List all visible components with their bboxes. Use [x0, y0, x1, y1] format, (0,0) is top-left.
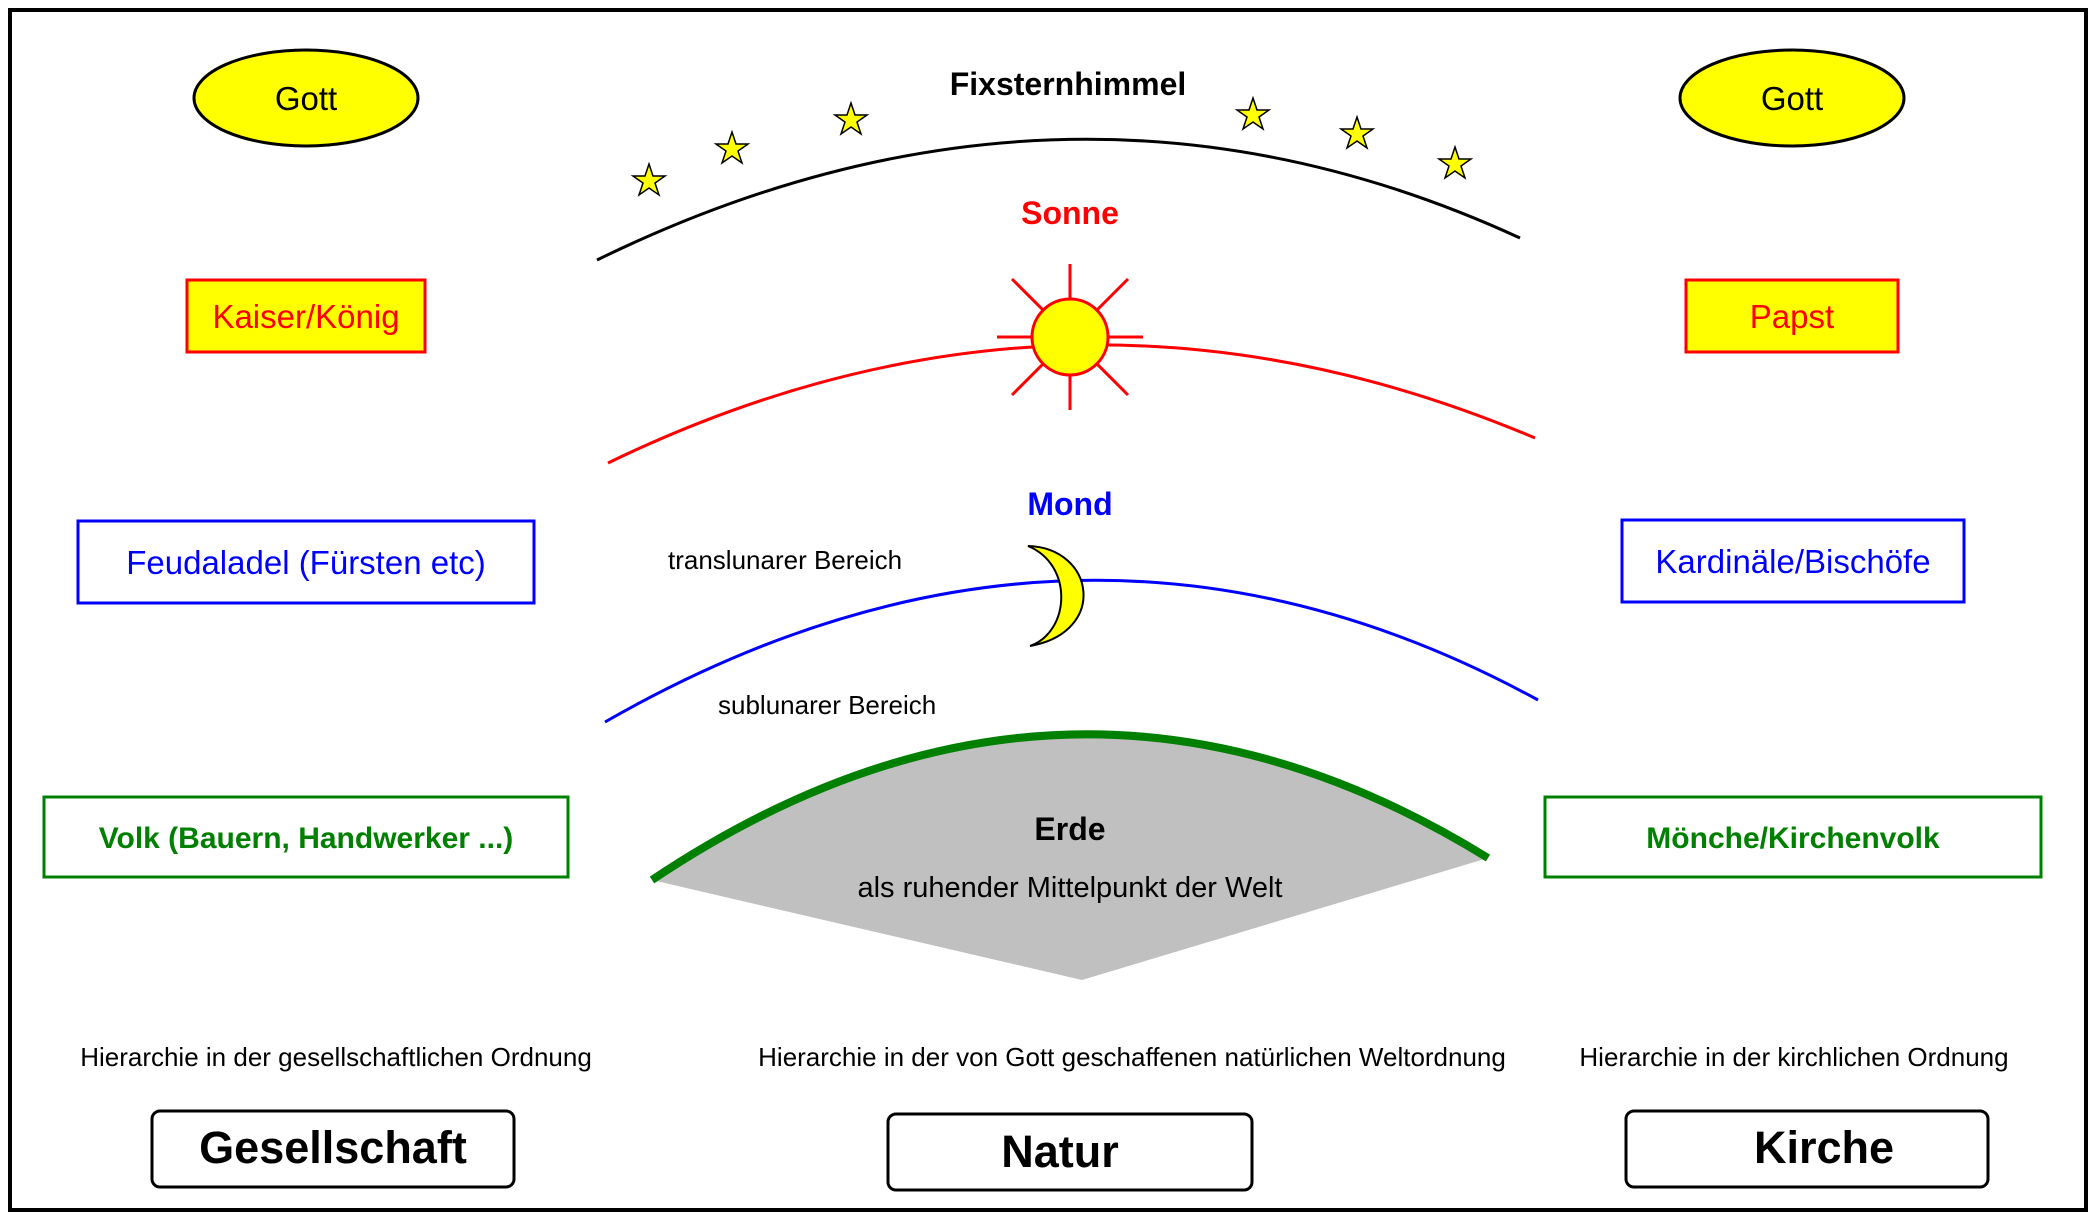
star-icon	[713, 129, 751, 165]
star-icon	[1338, 114, 1376, 150]
society-nobility-label: Feudaladel (Fürsten etc)	[126, 544, 486, 581]
fixed-stars-label: Fixsternhimmel	[950, 66, 1187, 102]
church-monks-box	[1543, 795, 2043, 879]
church-pope-box	[1684, 278, 1900, 354]
church-god-ellipse	[1678, 48, 1906, 148]
church-caption: Hierarchie in der kirchlichen Ordnung	[1579, 1042, 2008, 1072]
nature-title: Natur	[1001, 1126, 1119, 1177]
diagram-frame	[8, 8, 2088, 1212]
star-icon	[1234, 95, 1272, 131]
nature-caption: Hierarchie in der von Gott geschaffenen …	[758, 1042, 1506, 1072]
moon-label: Mond	[1027, 486, 1112, 522]
church-title-box	[1624, 1109, 1990, 1189]
church-cardinals-box	[1620, 518, 1966, 604]
sublunar-label: sublunarer Bereich	[718, 690, 936, 720]
moon-icon	[1027, 545, 1085, 647]
church-pope-label: Papst	[1750, 298, 1834, 335]
church-god-label: Gott	[1761, 80, 1823, 117]
earth-shape	[652, 734, 1488, 980]
nature-title-box	[886, 1112, 1254, 1192]
church-cardinals-label: Kardinäle/Bischöfe	[1655, 543, 1930, 580]
church-monks-label: Mönche/Kirchenvolk	[1646, 822, 1940, 855]
society-nobility-box	[76, 519, 536, 605]
society-title: Gesellschaft	[199, 1122, 467, 1173]
star-icon	[832, 100, 870, 136]
society-god-label: Gott	[275, 80, 337, 117]
sun-label: Sonne	[1021, 195, 1119, 231]
church-title: Kirche	[1754, 1122, 1894, 1173]
sun-icon	[997, 264, 1143, 410]
fixed-stars-arc	[596, 137, 1521, 262]
earth-title: Erde	[1034, 811, 1105, 847]
society-emperor-label: Kaiser/König	[212, 298, 399, 335]
stars	[630, 95, 1474, 197]
star-icon	[630, 161, 668, 197]
earth-subtitle: als ruhender Mittelpunkt der Welt	[857, 872, 1282, 904]
society-god-ellipse	[192, 48, 420, 148]
society-title-box	[150, 1109, 516, 1189]
earth-arc	[649, 730, 1491, 884]
society-emperor-box	[185, 278, 427, 354]
star-icon	[1436, 144, 1474, 180]
translunar-label: translunarer Bereich	[668, 545, 902, 575]
society-people-box	[42, 795, 570, 879]
society-people-label: Volk (Bauern, Handwerker ...)	[99, 822, 514, 855]
society-caption: Hierarchie in der gesellschaftlichen Ord…	[80, 1042, 592, 1072]
